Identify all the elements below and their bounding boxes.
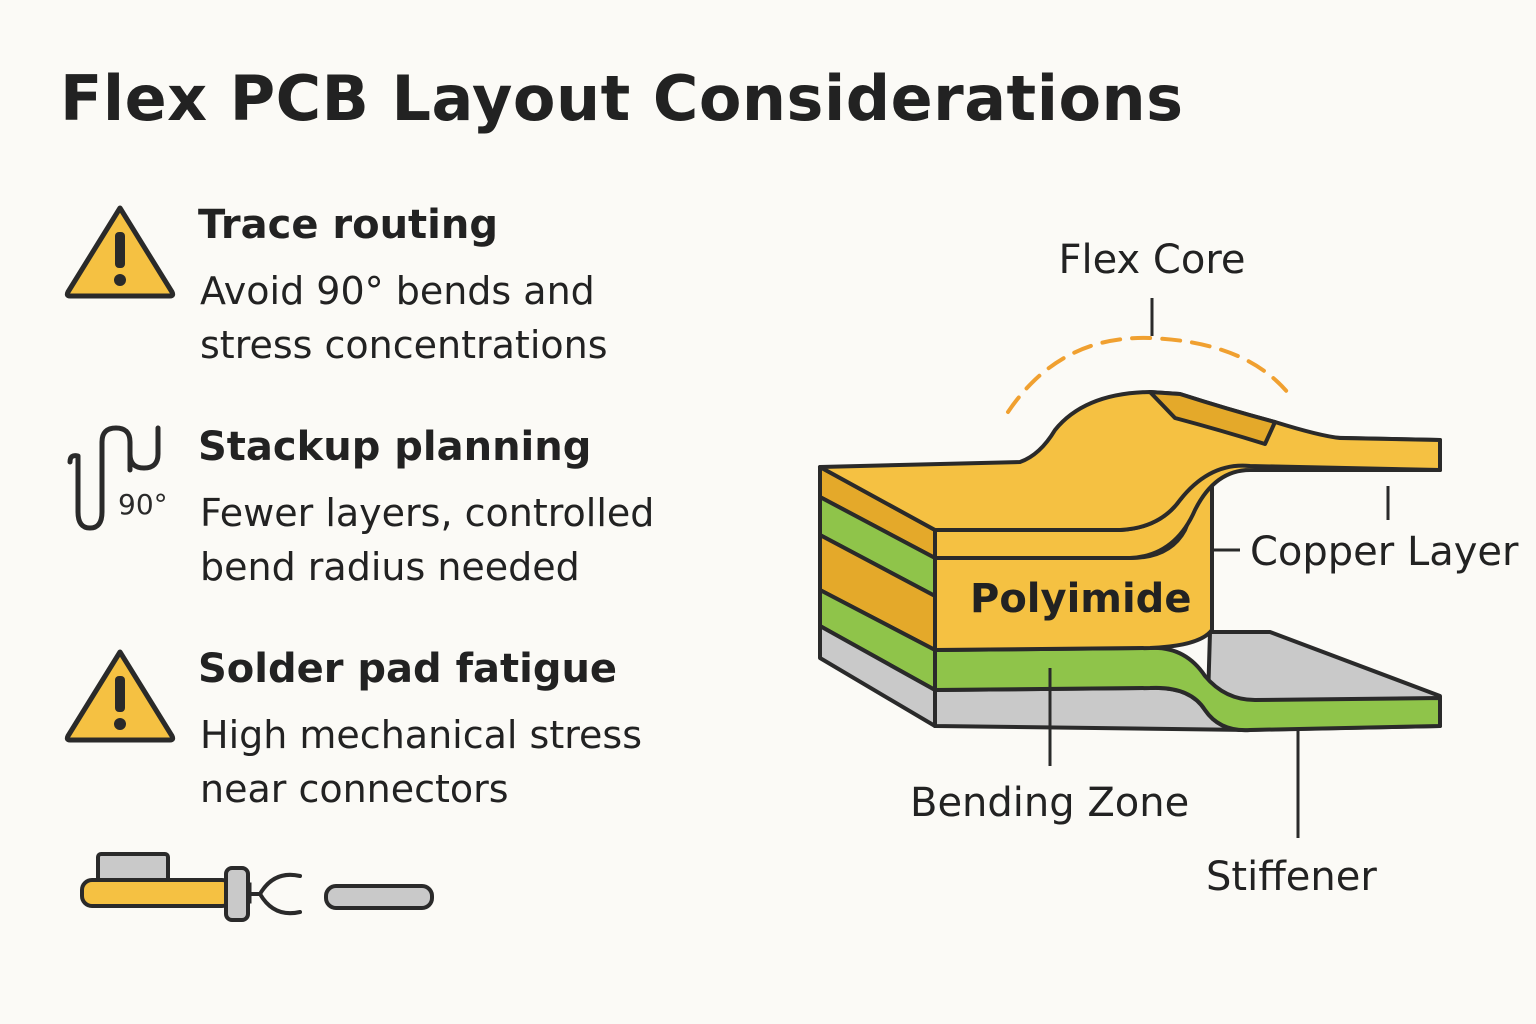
front-gray-band [933, 685, 1252, 733]
top-surface [818, 390, 1442, 532]
front-copper-lower [933, 463, 1442, 560]
warning-triangle-icon [64, 649, 176, 743]
item-description-line: stress concentrations [200, 323, 608, 367]
item-heading: Solder pad fatigue [198, 646, 618, 692]
item-description-line: bend radius needed [200, 545, 580, 589]
layer-green-2 [818, 588, 937, 692]
polyimide-label: Polyimide [970, 576, 1191, 622]
layer-gray [818, 624, 937, 728]
front-polyimide [933, 476, 1214, 652]
item-description: Avoid 90° bends and stress concentration… [200, 264, 740, 372]
item-description-line: High mechanical stress [200, 713, 642, 757]
bend-trace-icon: 90° [67, 425, 168, 531]
stiffener-plate [1206, 630, 1442, 732]
flex-core-label: Flex Core [1059, 237, 1246, 283]
copper-layer-label: Copper Layer [1250, 529, 1519, 575]
layer-yellow-1 [818, 465, 937, 560]
bend-angle-label: 90° [118, 488, 168, 521]
bending-zone-label: Bending Zone [910, 780, 1189, 826]
item-description-line: Fewer layers, controlled [200, 491, 655, 535]
item-description-line: near connectors [200, 767, 509, 811]
stiffener-label: Stiffener [1206, 854, 1377, 900]
item-description: Fewer layers, controlled bend radius nee… [200, 486, 740, 594]
front-green-band [933, 645, 1442, 733]
front-gray [935, 686, 1440, 731]
item-heading: Trace routing [198, 202, 498, 248]
page-title: Flex PCB Layout Considerations [60, 62, 1184, 135]
bend-radius-arc [1006, 335, 1294, 414]
top-stripe [1148, 390, 1277, 446]
layer-green-1 [818, 495, 937, 598]
connector-pin-icon [80, 852, 434, 922]
item-description-line: Avoid 90° bends and [200, 269, 595, 313]
layer-yellow-2 [818, 533, 937, 652]
warning-triangle-icon [64, 205, 176, 299]
item-heading: Stackup planning [198, 424, 592, 470]
front-copper [933, 433, 1442, 532]
item-description: High mechanical stress near connectors [200, 708, 740, 816]
